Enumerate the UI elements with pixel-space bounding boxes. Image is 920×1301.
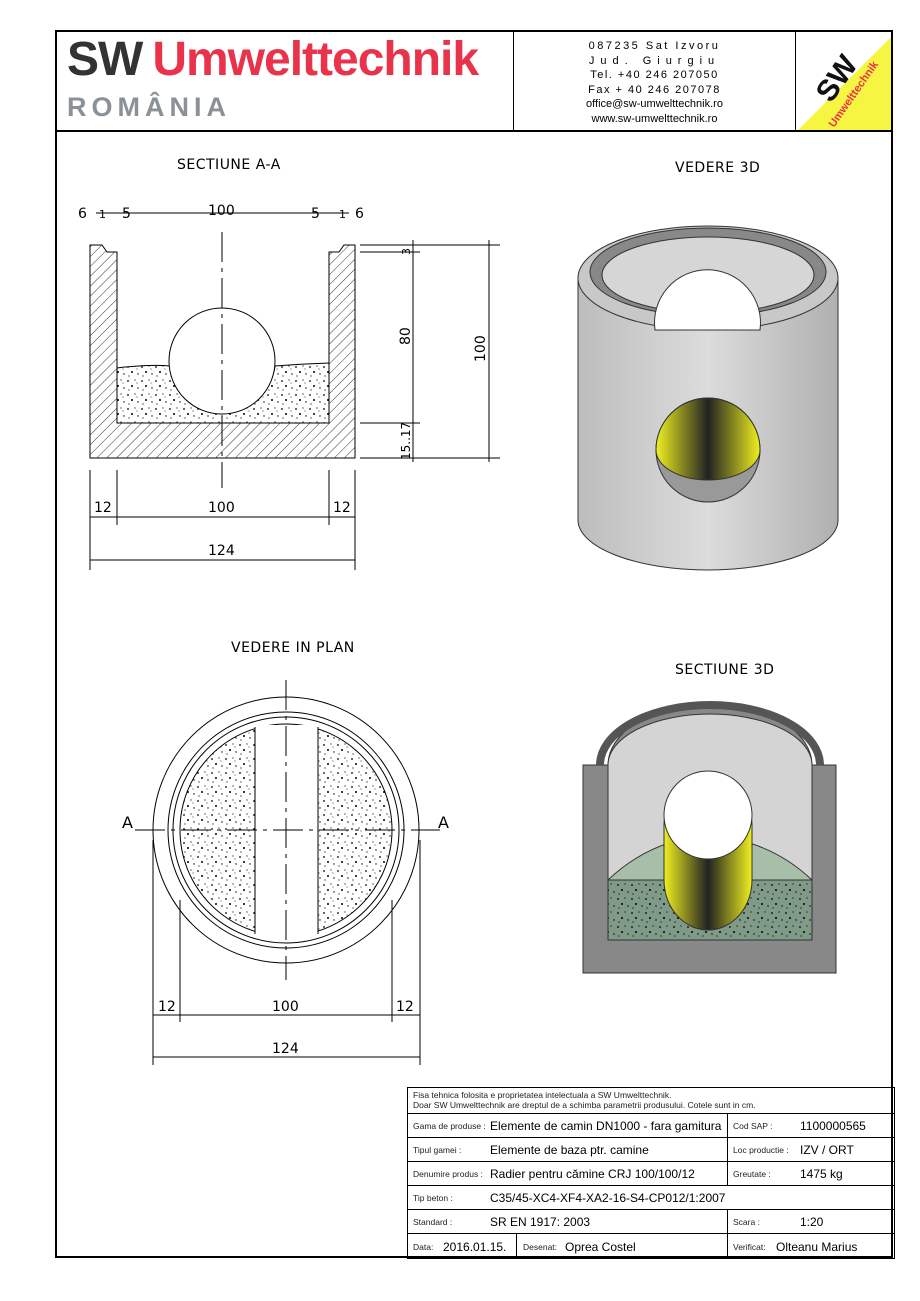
- dim-100-height: 100: [473, 335, 489, 362]
- dim-1-right: 1: [339, 208, 346, 221]
- dim-6-left: 6: [78, 206, 87, 222]
- email-link[interactable]: office@sw-umwelttechnik.ro: [586, 98, 723, 110]
- dim-80: 80: [398, 327, 414, 345]
- beton-label: Tip beton :: [413, 1192, 453, 1203]
- phone: Tel. +40 246 207050: [590, 69, 719, 81]
- gama-label: Gama de produse :: [413, 1120, 486, 1131]
- plan-view-drawing: [135, 680, 440, 1065]
- contact-info: 087235 Sat Izvoru Jud. Giurgiu Tel. +40 …: [514, 32, 796, 130]
- brand-sw: SW: [67, 33, 143, 86]
- row-data: Data: 2016.01.15. Desenat: Oprea Costel …: [408, 1233, 894, 1259]
- view-3d-title: VEDERE 3D: [675, 160, 761, 176]
- address-line2: Jud. Giurgiu: [588, 54, 721, 67]
- beton-value: C35/45-XC4-XF4-XA2-16-S4-CP012/1:2007: [490, 1190, 726, 1205]
- gama-value: Elemente de camin DN1000 - fara gamitura: [490, 1118, 722, 1133]
- dim-15-17: 15..17: [399, 422, 413, 460]
- dim-12-right: 12: [333, 500, 351, 516]
- plan-dim-124: 124: [272, 1041, 299, 1057]
- cod-value: 1100000565: [800, 1118, 866, 1133]
- dim-5-right: 5: [311, 206, 320, 222]
- cod-label: Cod SAP :: [733, 1120, 773, 1131]
- tip-label: Tipul gamei :: [413, 1144, 462, 1155]
- title-block: Fisa tehnica folosita e proprietatea int…: [407, 1087, 895, 1259]
- note-1: Fisa tehnica folosita e proprietatea int…: [413, 1090, 672, 1100]
- fax: Fax + 40 246 207078: [588, 83, 721, 96]
- dim-12-left: 12: [94, 500, 112, 516]
- desenat-label: Desenat:: [523, 1241, 558, 1252]
- standard-value: SR EN 1917: 2003: [490, 1214, 591, 1229]
- denumire-label: Denumire produs :: [413, 1168, 483, 1179]
- loc-label: Loc productie :: [733, 1144, 789, 1155]
- section-mark-a-right: A: [438, 813, 449, 832]
- plan-dim-12-left: 12: [158, 999, 176, 1015]
- view-3d-drawing: [577, 225, 839, 571]
- dim-6-right: 6: [355, 206, 364, 222]
- section-aa-drawing: [89, 212, 500, 570]
- desenat-value: Oprea Costel: [565, 1239, 636, 1254]
- tip-value: Elemente de baza ptr. camine: [490, 1142, 649, 1157]
- dim-1-left: 1: [99, 208, 106, 221]
- plan-dim-100: 100: [272, 999, 299, 1015]
- dim-3: 3: [400, 248, 413, 255]
- plan-view-dimensions: A A 12 100 12 124: [122, 813, 449, 1057]
- row-beton: Tip beton : C35/45-XC4-XF4-XA2-16-S4-CP0…: [408, 1185, 894, 1209]
- note-2: Doar SW Umwelttechnik are dreptul de a s…: [413, 1100, 756, 1110]
- dim-124: 124: [208, 543, 235, 559]
- sw-corner-logo: SW Umwelttechnik: [796, 32, 891, 130]
- section-mark-a-left: A: [122, 813, 133, 832]
- row-standard: Standard : SR EN 1917: 2003 Scara : 1:20: [408, 1209, 894, 1233]
- section-aa-title: SECTIUNE A-A: [177, 157, 281, 173]
- loc-value: IZV / ORT: [800, 1142, 854, 1157]
- notes-row: Fisa tehnica folosita e proprietatea int…: [408, 1088, 894, 1113]
- data-label: Data:: [413, 1241, 434, 1252]
- brand-country: ROMÂNIA: [67, 92, 231, 122]
- section-3d-title: SECTIUNE 3D: [675, 662, 775, 678]
- greutate-label: Greutate :: [733, 1168, 771, 1179]
- website-link[interactable]: www.sw-umwelttechnik.ro: [591, 112, 718, 125]
- dim-100-inner: 100: [208, 500, 235, 516]
- address-line1: 087235 Sat Izvoru: [588, 40, 721, 52]
- verificat-value: Olteanu Marius: [776, 1239, 858, 1254]
- plan-view-title: VEDERE IN PLAN: [231, 640, 355, 656]
- data-value: 2016.01.15.: [443, 1239, 507, 1254]
- row-tip: Tipul gamei : Elemente de baza ptr. cami…: [408, 1137, 894, 1161]
- section-3d-drawing: [582, 701, 837, 974]
- scara-label: Scara :: [733, 1216, 760, 1227]
- section-aa-dimensions: 6 1 5 100 5 1 6 3 80 15..17 100 12 100 1…: [78, 203, 489, 559]
- row-denumire: Denumire produs : Radier pentru cămine C…: [408, 1161, 894, 1185]
- plan-dim-12-right: 12: [396, 999, 414, 1015]
- row-gama: Gama de produse : Elemente de camin DN10…: [408, 1113, 894, 1137]
- denumire-value: Radier pentru cămine CRJ 100/100/12: [490, 1166, 695, 1181]
- dim-5-left: 5: [122, 206, 131, 222]
- dim-100-top: 100: [208, 203, 235, 219]
- brand-name: Umwelttechnik: [152, 33, 479, 86]
- scara-value: 1:20: [800, 1214, 824, 1229]
- standard-label: Standard :: [413, 1216, 453, 1227]
- greutate-value: 1475 kg: [800, 1166, 843, 1181]
- verificat-label: Verificat:: [733, 1241, 766, 1252]
